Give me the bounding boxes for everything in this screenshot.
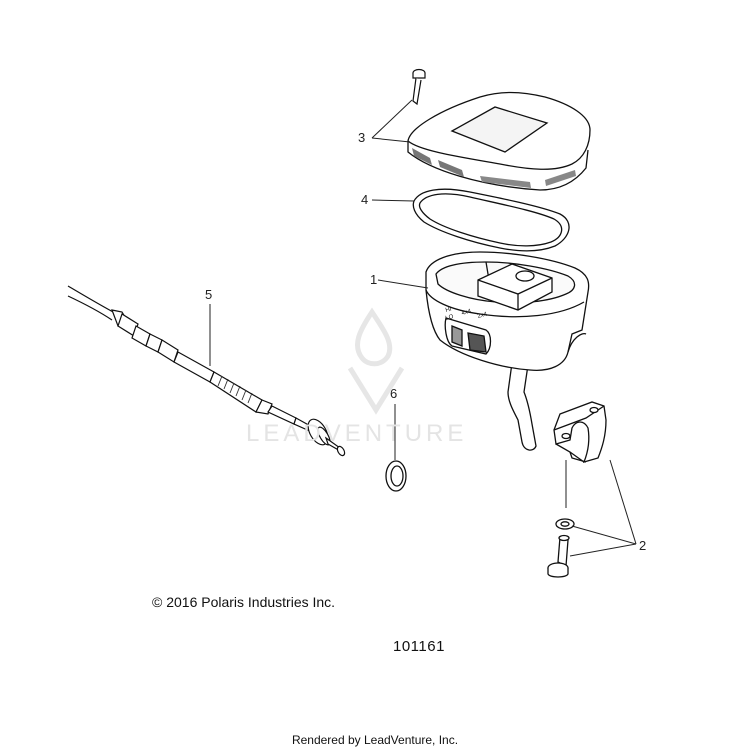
part-2-washer	[555, 518, 575, 530]
part-5-cable	[67, 285, 346, 457]
part-3-cover	[407, 91, 591, 191]
diagram-part-number: 101161	[393, 638, 445, 655]
callout-6: 6	[390, 386, 398, 401]
part-2-bolt	[547, 534, 570, 578]
callout-3: 3	[358, 130, 366, 145]
callout-5: 5	[205, 287, 213, 302]
leader-1	[377, 279, 429, 289]
switch-label-4x4: 4x4	[461, 308, 473, 316]
callout-4: 4	[361, 192, 369, 207]
copyright-notice: © 2016 Polaris Industries Inc.	[152, 594, 336, 610]
leader-2	[565, 459, 637, 557]
part-1-housing	[425, 251, 590, 451]
part-4-gasket	[412, 188, 570, 252]
part-3-screw	[412, 68, 426, 106]
watermark-text: LEADVENTURE	[246, 420, 468, 447]
watermark-logo	[347, 307, 405, 415]
render-credit: Rendered by LeadVenture, Inc.	[291, 733, 459, 747]
part-6-oring	[385, 460, 407, 492]
switch-label-hi: HI	[445, 306, 453, 313]
switch-label-2x4: 2x4	[477, 311, 489, 319]
leader-3	[371, 99, 413, 143]
part-1-switch-labels: HI LO 4x4 2x4	[445, 306, 489, 321]
callout-2: 2	[639, 538, 647, 553]
part-2-clamp	[553, 401, 607, 463]
switch-label-lo: LO	[445, 314, 455, 322]
leader-4	[371, 199, 415, 202]
callout-1: 1	[370, 272, 378, 287]
